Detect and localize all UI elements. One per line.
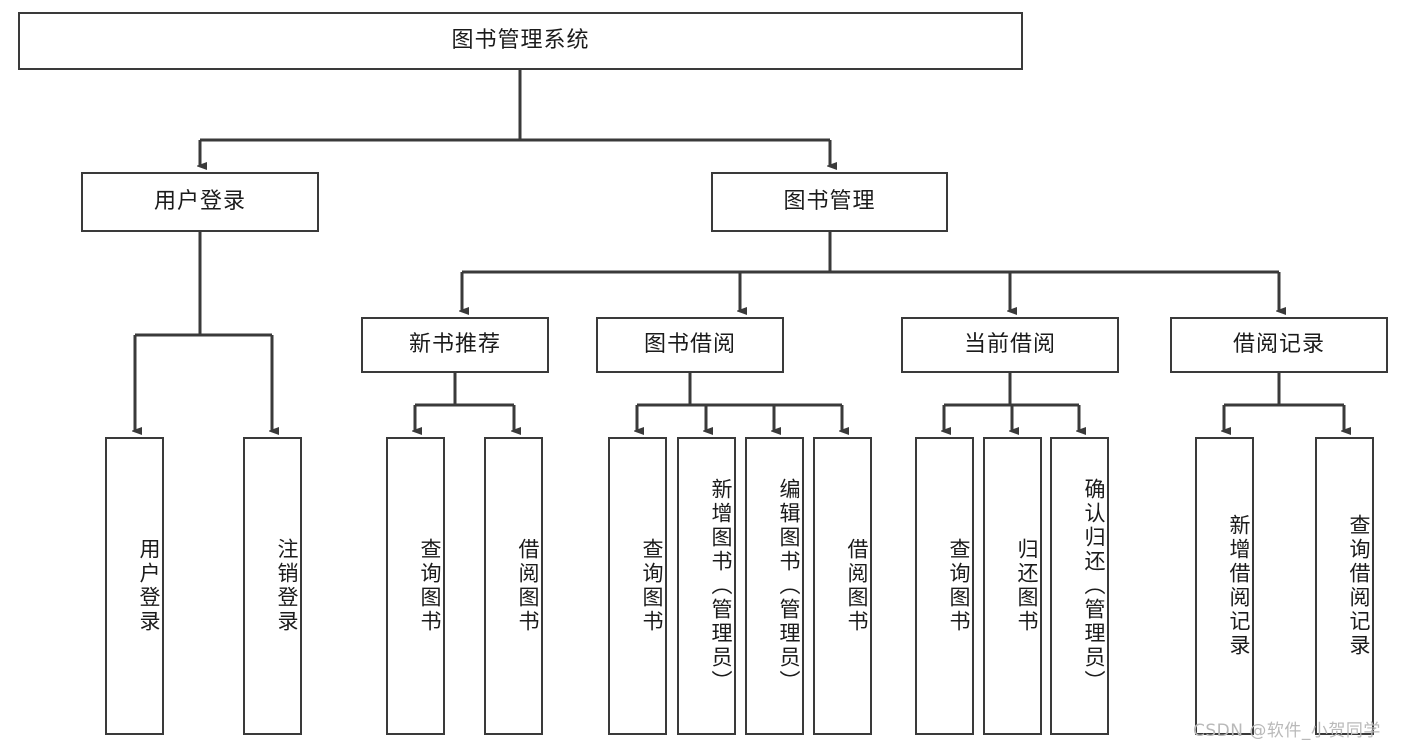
node-leaf-query-book-3-label: 查询图书	[947, 538, 971, 634]
watermark: CSDN @软件_小贺同学	[1193, 721, 1381, 741]
node-leaf-user-login-label: 用户登录	[137, 538, 161, 634]
node-book-manage-label: 图书管理	[783, 188, 876, 214]
node-leaf-add-record[interactable]: 新增借阅记录	[1195, 437, 1254, 735]
node-user-login[interactable]: 用户登录	[81, 172, 319, 232]
node-leaf-add-record-label: 新增借阅记录	[1227, 514, 1251, 658]
node-leaf-borrow-book-2-label: 借阅图书	[845, 538, 869, 634]
node-leaf-borrow-book-2[interactable]: 借阅图书	[813, 437, 872, 735]
node-leaf-confirm-return-label: 确认归还（管理员）	[1082, 478, 1106, 694]
node-leaf-borrow-book-1[interactable]: 借阅图书	[484, 437, 543, 735]
node-leaf-query-record[interactable]: 查询借阅记录	[1315, 437, 1374, 735]
node-new-book-rec-label: 新书推荐	[408, 331, 501, 357]
node-book-borrow-label: 图书借阅	[643, 331, 736, 357]
node-leaf-query-book-1[interactable]: 查询图书	[386, 437, 445, 735]
node-current-borrow[interactable]: 当前借阅	[901, 317, 1119, 373]
node-leaf-edit-book[interactable]: 编辑图书（管理员）	[745, 437, 804, 735]
node-book-borrow[interactable]: 图书借阅	[596, 317, 784, 373]
node-leaf-logout-label: 注销登录	[275, 538, 299, 634]
node-leaf-return-book-label: 归还图书	[1015, 538, 1039, 634]
node-root-label: 图书管理系统	[451, 27, 590, 53]
node-leaf-edit-book-label: 编辑图书（管理员）	[777, 478, 801, 694]
node-leaf-confirm-return[interactable]: 确认归还（管理员）	[1050, 437, 1109, 735]
node-book-manage[interactable]: 图书管理	[711, 172, 948, 232]
node-user-login-label: 用户登录	[153, 188, 246, 214]
node-leaf-query-book-1-label: 查询图书	[418, 538, 442, 634]
node-leaf-return-book[interactable]: 归还图书	[983, 437, 1042, 735]
node-leaf-query-book-2[interactable]: 查询图书	[608, 437, 667, 735]
node-root[interactable]: 图书管理系统	[18, 12, 1023, 70]
node-leaf-add-book[interactable]: 新增图书（管理员）	[677, 437, 736, 735]
node-borrow-record[interactable]: 借阅记录	[1170, 317, 1388, 373]
node-leaf-query-book-2-label: 查询图书	[640, 538, 664, 634]
node-leaf-logout[interactable]: 注销登录	[243, 437, 302, 735]
node-leaf-query-book-3[interactable]: 查询图书	[915, 437, 974, 735]
node-leaf-add-book-label: 新增图书（管理员）	[709, 478, 733, 694]
node-leaf-borrow-book-1-label: 借阅图书	[516, 538, 540, 634]
node-borrow-record-label: 借阅记录	[1232, 331, 1325, 357]
node-leaf-query-record-label: 查询借阅记录	[1347, 514, 1371, 658]
node-new-book-rec[interactable]: 新书推荐	[361, 317, 549, 373]
node-leaf-user-login[interactable]: 用户登录	[105, 437, 164, 735]
node-current-borrow-label: 当前借阅	[963, 331, 1056, 357]
